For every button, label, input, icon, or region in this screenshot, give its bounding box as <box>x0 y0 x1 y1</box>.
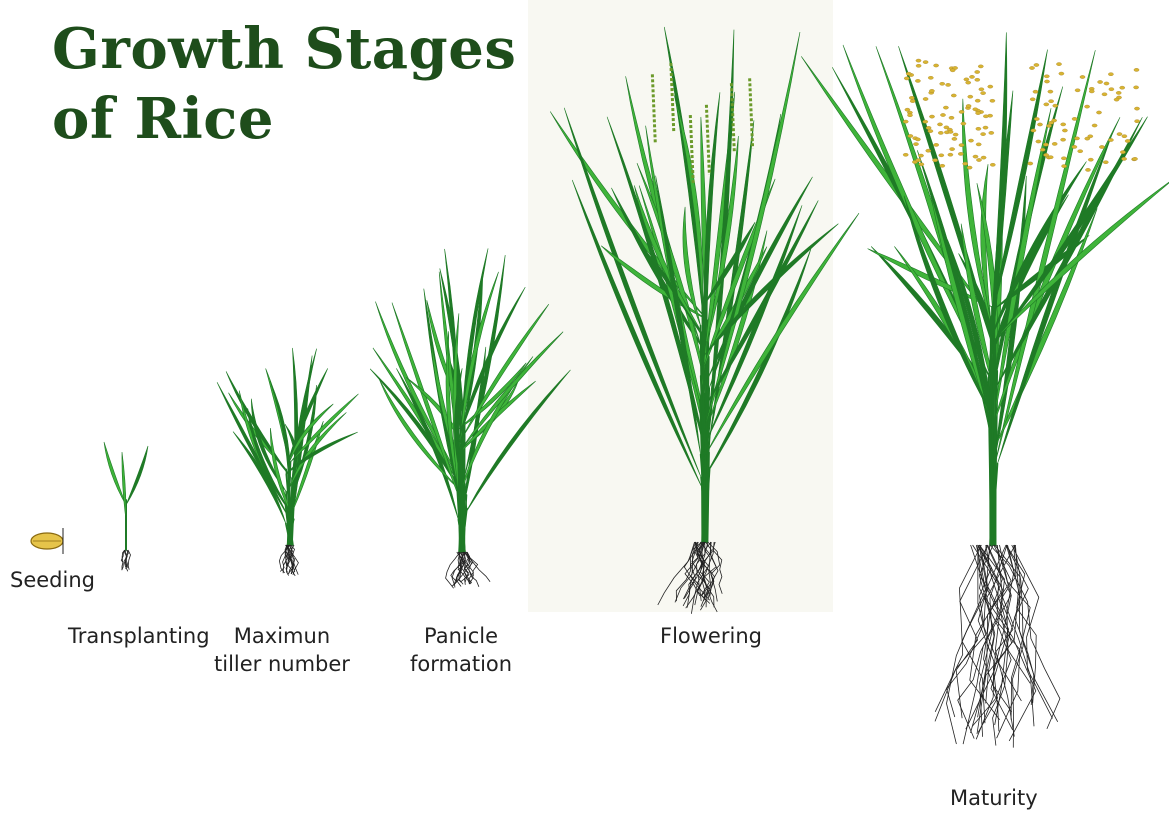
stage-label-seeding: Seeding <box>10 566 95 594</box>
plant-max-tiller <box>217 348 358 576</box>
seed-grain <box>31 528 63 554</box>
stage-label-transplanting: Transplanting <box>68 622 210 650</box>
stage-label-panicle: Panicle formation <box>410 622 512 678</box>
plant-panicle-formation <box>370 248 570 588</box>
plant-maturity <box>801 32 1169 747</box>
stage-label-max-tiller: Maximun tiller number <box>214 622 350 678</box>
stage-label-maturity: Maturity <box>950 784 1038 812</box>
seedling-transplanting <box>104 442 148 571</box>
stage-label-flowering: Flowering <box>660 622 762 650</box>
plant-flowering <box>550 27 859 614</box>
